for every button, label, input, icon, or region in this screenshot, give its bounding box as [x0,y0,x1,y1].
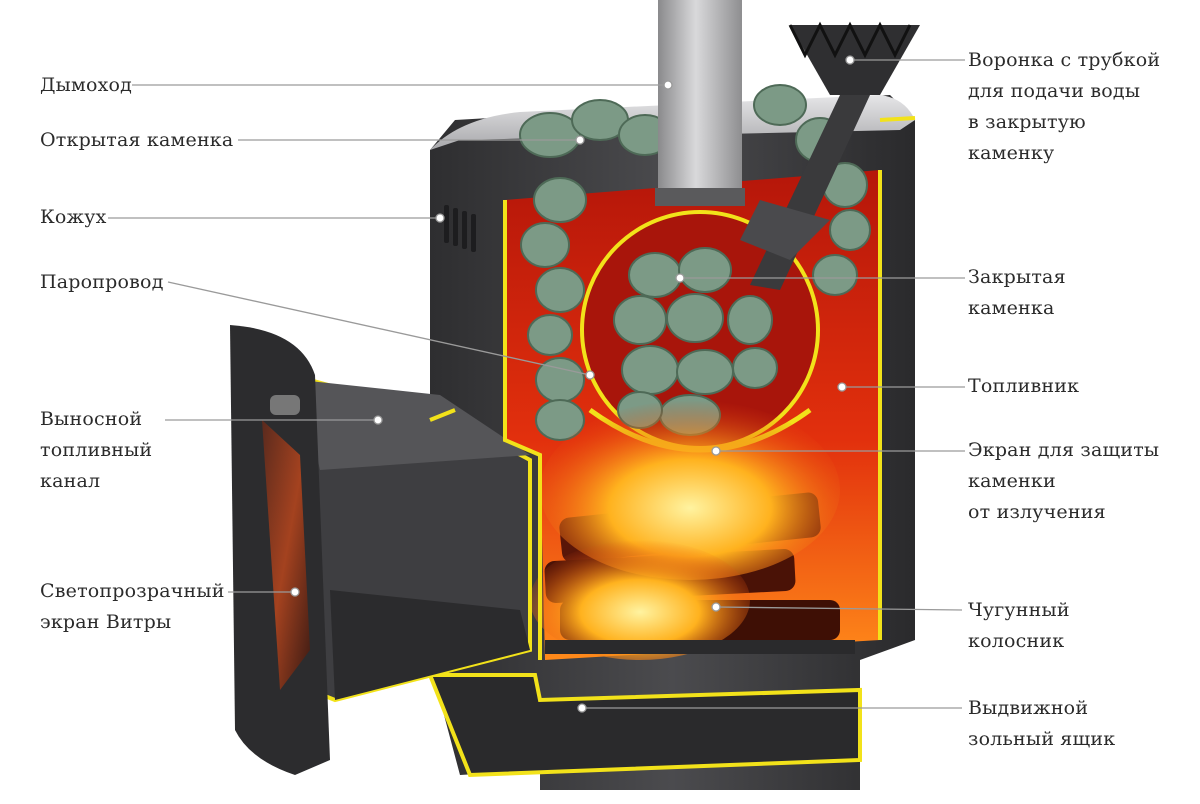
label-casing: Кожух [40,206,107,228]
label-water-funnel: Воронка с трубкой для подачи воды в закр… [968,49,1161,164]
label-chimney: Дымоход [40,74,133,96]
door-with-glass [230,325,330,775]
section-outline [429,116,916,660]
label-radiation-screen: Экран для защиты каменки от излучения [968,439,1160,523]
cast-iron-grate [545,640,855,654]
label-firebox: Топливник [968,375,1080,397]
label-ash-drawer: Выдвижной зольный ящик [968,697,1116,750]
label-cast-iron-grate: Чугунный колосник [968,599,1070,652]
ash-drawer-shape [427,673,862,778]
label-remote-fuel-channel: Выносной топливный канал [40,408,153,492]
label-vitra-screen: Светопрозрачный экран Витры [40,580,225,633]
remote-fuel-channel-shape [282,377,532,703]
label-steam-line: Паропровод [40,271,164,293]
leader-lines [108,55,965,713]
logs-and-flames [530,400,840,660]
label-closed-stones: Закрытая каменка [968,266,1066,319]
chimney-pipe [655,0,745,206]
label-open-stones: Открытая каменка [40,129,234,151]
stones [519,84,871,441]
